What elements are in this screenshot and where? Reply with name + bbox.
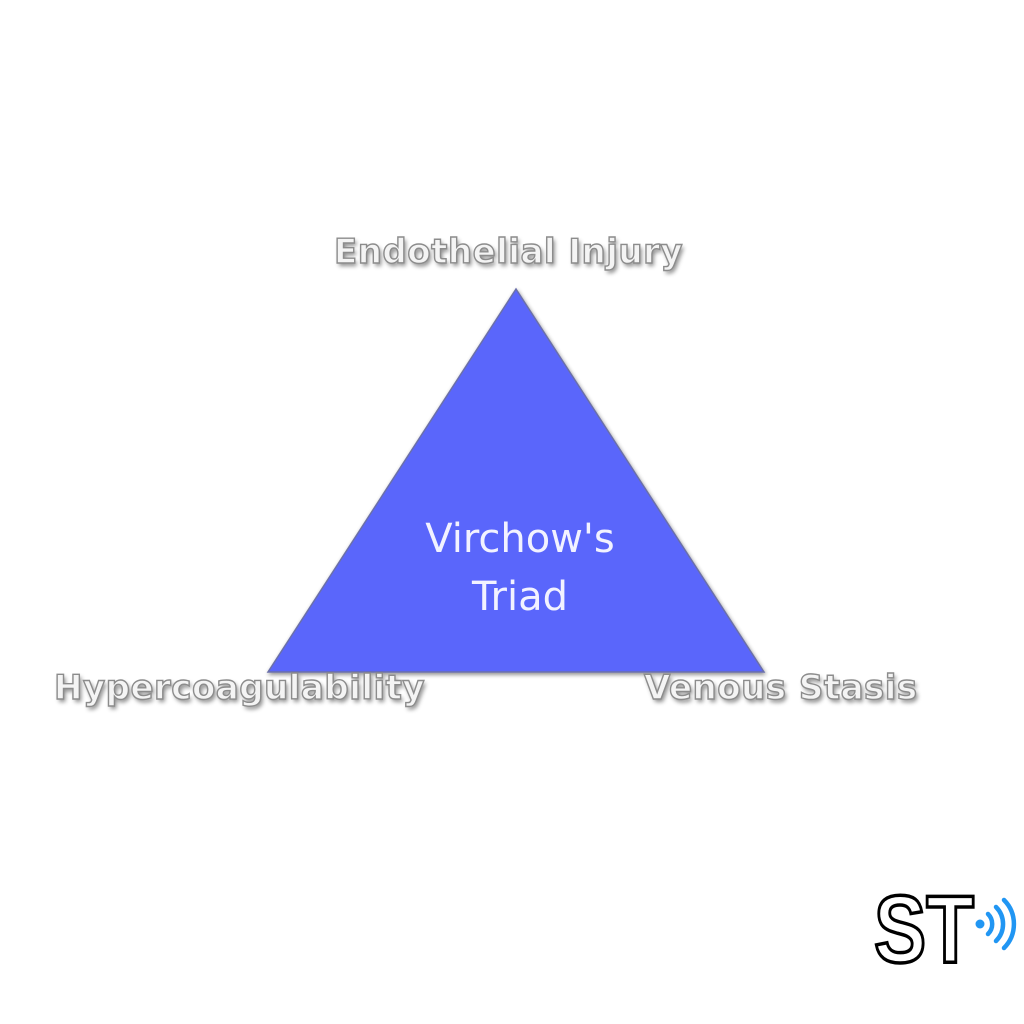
- signal-waves-icon: [975, 897, 1017, 951]
- logo-text: ST: [874, 878, 974, 970]
- triad-title-line1: Virchow's: [425, 516, 615, 562]
- triad-title-line2: Triad: [471, 574, 568, 620]
- triad-triangle: [266, 287, 766, 673]
- vertex-label-venous-stasis: Venous Stasis: [643, 667, 918, 708]
- triad-title: Virchow's Triad: [400, 510, 640, 626]
- vertex-label-hypercoagulability: Hypercoagulability: [53, 667, 426, 708]
- vertex-label-endothelial-injury: Endothelial Injury: [333, 231, 684, 272]
- st-logo: ST: [872, 878, 1017, 970]
